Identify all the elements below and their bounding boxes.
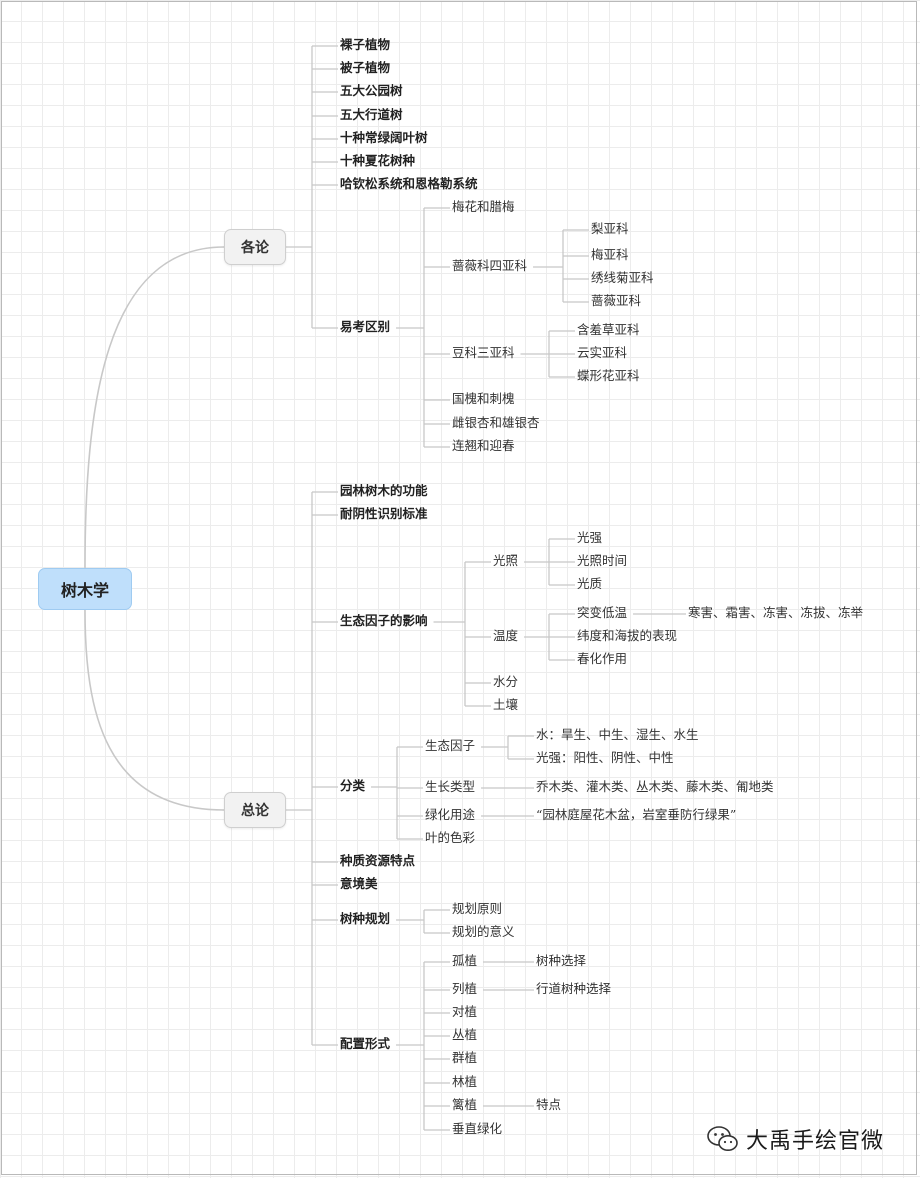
node-0-2: 五大公园树 <box>340 83 403 98</box>
node-1-3-0-1: 光强：阳性、阴性、中性 <box>536 750 674 765</box>
wechat-icon <box>707 1126 738 1151</box>
root-to-branch-1 <box>84 609 225 811</box>
node-0-0: 裸子植物 <box>340 37 391 52</box>
branch-node-1: 总论 <box>224 792 286 828</box>
node-1-2-1: 温度 <box>493 628 519 643</box>
node-0-7-2: 豆科三亚科 <box>452 345 515 360</box>
node-1-7-1-0: 行道树种选择 <box>536 981 612 996</box>
node-0-3: 五大行道树 <box>340 107 403 122</box>
node-1-3-1: 生长类型 <box>425 779 476 794</box>
branch-node-0: 各论 <box>224 229 286 265</box>
node-0-7-2-2: 蝶形花亚科 <box>577 368 640 383</box>
node-1-7-5: 林植 <box>452 1074 478 1089</box>
node-1-2-1-0: 突变低温 <box>577 605 628 620</box>
node-0-7-2-1: 云实亚科 <box>577 345 628 360</box>
node-0-7-5: 连翘和迎春 <box>452 438 515 453</box>
node-1-7-3: 丛植 <box>452 1027 478 1042</box>
node-1-3-0: 生态因子 <box>425 738 476 753</box>
node-1-5: 意境美 <box>340 876 378 891</box>
node-0-5: 十种夏花树种 <box>340 153 416 168</box>
node-1-3-3: 叶的色彩 <box>425 830 476 845</box>
node-1-6-1: 规划的意义 <box>452 924 515 939</box>
node-1-7-0: 孤植 <box>452 953 478 968</box>
node-0-1: 被子植物 <box>340 60 391 75</box>
node-0-4: 十种常绿阔叶树 <box>340 130 428 145</box>
node-1-7-2: 对植 <box>452 1004 478 1019</box>
node-1-2-0: 光照 <box>493 553 519 568</box>
node-0-6: 哈钦松系统和恩格勒系统 <box>340 176 478 191</box>
node-1-2-0-2: 光质 <box>577 576 603 591</box>
node-1-3-1-0: 乔木类、灌木类、丛木类、藤木类、匍地类 <box>536 779 774 794</box>
node-1-4: 种质资源特点 <box>340 853 416 868</box>
node-1-2: 生态因子的影响 <box>340 613 428 628</box>
node-1-2-0-1: 光照时间 <box>577 553 628 568</box>
node-1-0: 园林树木的功能 <box>340 483 428 498</box>
node-0-7-0: 梅花和腊梅 <box>452 199 515 214</box>
node-0-7-1-2: 绣线菊亚科 <box>591 270 654 285</box>
node-1-2-0-0: 光强 <box>577 530 603 545</box>
node-0-7-1-3: 蔷薇亚科 <box>591 293 642 308</box>
node-1-7-4: 群植 <box>452 1050 478 1065</box>
node-1-7-0-0: 树种选择 <box>536 953 587 968</box>
node-1-2-1-2: 春化作用 <box>577 651 628 666</box>
node-1-7-6: 篱植 <box>452 1097 478 1112</box>
node-0-7-1: 蔷薇科四亚科 <box>452 258 528 273</box>
node-0-7-1-1: 梅亚科 <box>591 247 629 262</box>
node-1-2-3: 土壤 <box>493 697 519 712</box>
node-0-7: 易考区别 <box>340 319 391 334</box>
root-to-branch-0 <box>84 246 225 569</box>
root-node: 树木学 <box>38 568 132 610</box>
node-1-6-0: 规划原则 <box>452 901 503 916</box>
node-0-7-2-0: 含羞草亚科 <box>577 322 640 337</box>
watermark: 大禹手绘官微 <box>706 1122 884 1156</box>
node-1-2-1-1: 纬度和海拔的表现 <box>577 628 678 643</box>
node-1-7-7: 垂直绿化 <box>452 1121 503 1136</box>
node-1-3-2-0: “园林庭屋花木盆，岩室垂防行绿果” <box>536 807 737 822</box>
node-1-3: 分类 <box>340 778 366 793</box>
node-1-3-2: 绿化用途 <box>425 807 476 822</box>
node-1-1: 耐阴性识别标准 <box>340 506 428 521</box>
node-1-7: 配置形式 <box>340 1036 391 1051</box>
node-0-7-4: 雌银杏和雄银杏 <box>452 415 540 430</box>
node-1-6: 树种规划 <box>340 911 391 926</box>
watermark-text: 大禹手绘官微 <box>746 1129 885 1154</box>
node-1-7-1: 列植 <box>452 981 478 996</box>
node-1-3-0-0: 水：旱生、中生、湿生、水生 <box>536 727 699 742</box>
node-0-7-3: 国槐和刺槐 <box>452 391 515 406</box>
node-1-2-1-0-0: 寒害、霜害、冻害、冻拔、冻举 <box>688 605 864 620</box>
node-1-7-6-0: 特点 <box>536 1097 562 1112</box>
node-1-2-2: 水分 <box>493 674 519 689</box>
node-0-7-1-0: 梨亚科 <box>591 221 629 236</box>
